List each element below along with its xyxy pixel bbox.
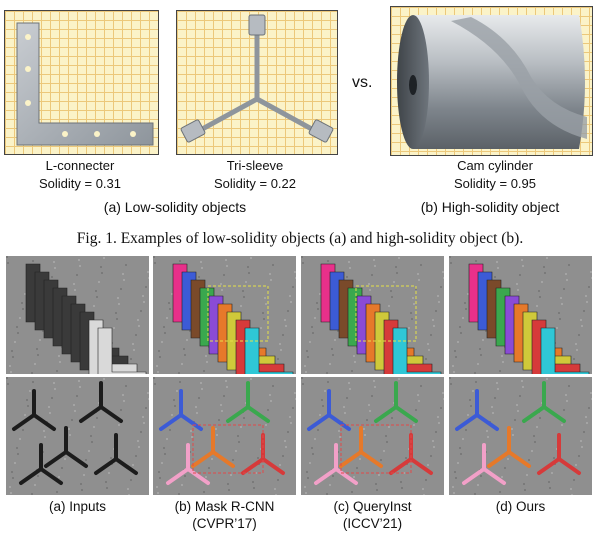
l-connecter-solidity: Solidity = 0.31 [38, 176, 122, 191]
tri-sleeve-shape [487, 426, 531, 468]
tri-sleeve-shape [462, 443, 506, 485]
panel-inputs-row2 [6, 377, 149, 495]
tri-sleeve-drawing [180, 14, 334, 143]
l-bracket-shape [392, 327, 442, 374]
tri-sleeve-shape [19, 443, 63, 485]
l-connecter-drawing [16, 22, 154, 146]
column-caption-queryinst: (c) QueryInst (ICCV’21) [301, 498, 444, 532]
column-caption-queryinst-line1: (c) QueryInst [333, 499, 412, 514]
vs-text: vs. [352, 74, 373, 91]
tri-sleeve-image [176, 10, 338, 155]
panel-mask-rcnn-row1 [153, 256, 296, 374]
tri-sleeve-shape [537, 433, 581, 475]
column-caption-inputs-line1: (a) Inputs [48, 499, 107, 514]
tri-sleeve-shape [307, 389, 351, 431]
tri-sleeve-shape [166, 443, 210, 485]
cam-cylinder-solidity: Solidity = 0.95 [453, 176, 537, 191]
tri-sleeve-shape [339, 426, 383, 468]
column-caption-ours-line1: (d) Ours [495, 499, 546, 514]
tri-sleeve-shape [226, 381, 270, 423]
column-caption-inputs: (a) Inputs [6, 498, 149, 515]
panel-queryinst-row1 [301, 256, 444, 374]
panel-ours-row1 [449, 256, 592, 374]
tri-sleeve-shape [455, 389, 499, 431]
tri-sleeve-shape [159, 389, 203, 431]
cam-cylinder-drawing [397, 15, 587, 149]
cam-cylinder-name: Cam cylinder [457, 158, 533, 173]
detection-box [207, 285, 269, 342]
tri-sleeve-shape [522, 381, 566, 423]
figure-caption: Fig. 1. Examples of low-solidity objects… [76, 230, 524, 247]
column-caption-mask-rcnn-line2: (CVPR’17) [192, 516, 257, 531]
column-caption-mask-rcnn: (b) Mask R-CNN (CVPR’17) [153, 498, 296, 532]
tri-sleeve-shape [44, 426, 88, 468]
tri-sleeve-shape [191, 426, 235, 468]
panel-ours-row2 [449, 377, 592, 495]
subcaption-low-solidity: (a) Low-solidity objects [103, 199, 247, 215]
l-connecter-name: L-connecter [45, 158, 115, 173]
tri-sleeve-shape [12, 389, 56, 431]
panel-mask-rcnn-row2 [153, 377, 296, 495]
cam-cylinder-image [390, 6, 593, 156]
column-caption-mask-rcnn-line1: (b) Mask R-CNN [174, 499, 275, 514]
column-caption-queryinst-line2: (ICCV’21) [342, 516, 403, 531]
panel-queryinst-row2 [301, 377, 444, 495]
tri-sleeve-shape [374, 381, 418, 423]
detection-box [355, 285, 417, 342]
detection-box [192, 424, 264, 474]
tri-sleeve-shape [94, 433, 138, 475]
detection-box [340, 424, 412, 474]
l-bracket-shape [244, 327, 294, 374]
tri-sleeve-shape [79, 381, 123, 423]
tri-sleeve-solidity: Solidity = 0.22 [213, 176, 297, 191]
subcaption-high-solidity: (b) High-solidity object [420, 199, 560, 215]
l-connecter-image [4, 10, 159, 155]
l-bracket-shape [97, 327, 147, 374]
column-caption-ours: (d) Ours [449, 498, 592, 515]
tri-sleeve-shape [314, 443, 358, 485]
tri-sleeve-name: Tri-sleeve [226, 158, 284, 173]
panel-inputs-row1 [6, 256, 149, 374]
l-bracket-shape [540, 327, 590, 374]
